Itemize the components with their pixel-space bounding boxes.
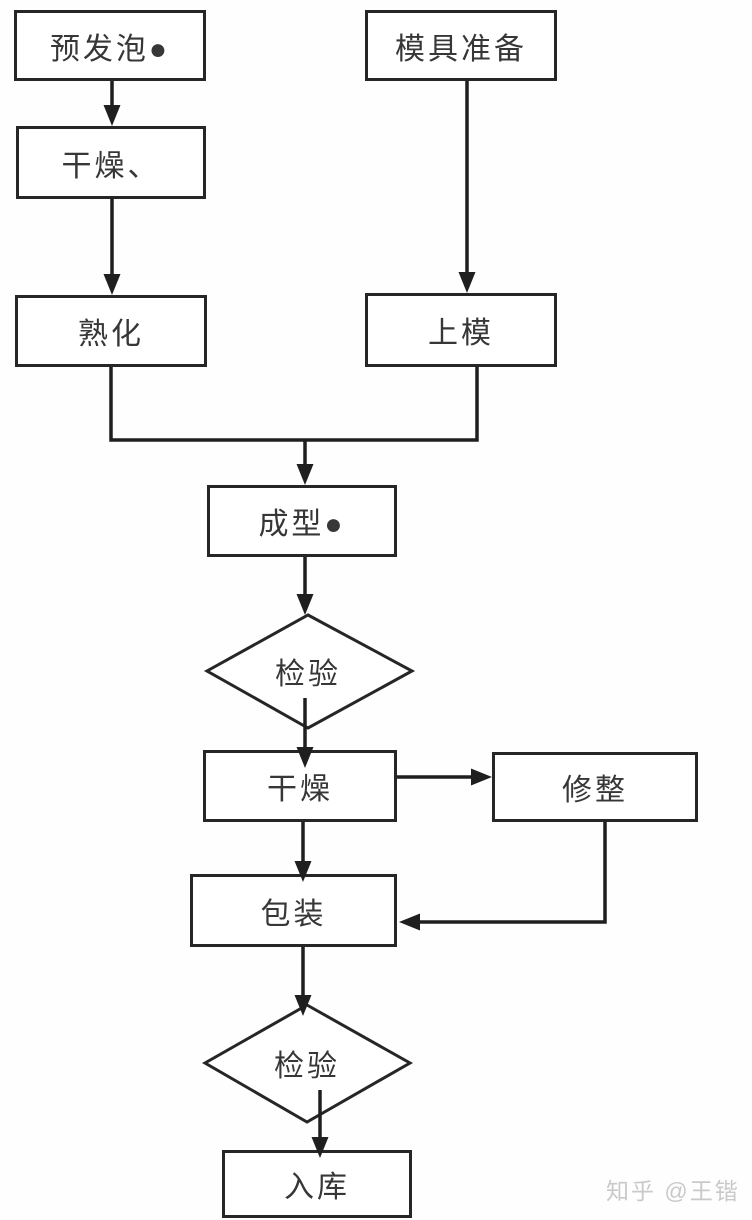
node-packaging-label: 包装 xyxy=(260,897,327,931)
arrow-drying2-to-trimming-head xyxy=(471,768,492,786)
node-curing: 熟化 xyxy=(15,295,207,367)
merge-junction-rails xyxy=(109,367,479,442)
node-packaging: 包装 xyxy=(190,874,397,947)
node-inspection-second-label: 检验 xyxy=(274,1050,340,1083)
node-mold-preparation: 模具准备 xyxy=(365,10,557,81)
node-molding-label: 成型● xyxy=(258,508,346,541)
node-pre-foaming-label: 预发泡● xyxy=(49,32,171,66)
node-drying-second-label: 干燥 xyxy=(267,773,333,806)
node-drying-first: 干燥、 xyxy=(16,126,206,199)
node-trimming-label: 修整 xyxy=(562,774,628,807)
node-drying-first-label: 干燥、 xyxy=(61,149,161,183)
node-inspection-first-label: 检验 xyxy=(275,658,341,691)
arrow-packaging-to-inspection2-head xyxy=(294,995,312,1016)
arrow-merge-to-molding-head xyxy=(296,464,314,485)
arrow-prefoaming-to-drying1-head xyxy=(103,105,121,126)
node-warehousing: 入库 xyxy=(222,1150,412,1218)
node-drying-second: 干燥 xyxy=(203,750,397,822)
watermark-text: 知乎 @王锴 xyxy=(606,1178,740,1204)
arrow-trimming-to-packaging-head xyxy=(399,913,420,931)
node-pre-foaming: 预发泡● xyxy=(14,10,206,81)
arrow-moldprep-to-moldloading-head xyxy=(458,272,476,293)
arrow-molding-to-inspection1-head xyxy=(296,594,314,615)
node-mold-preparation-label: 模具准备 xyxy=(395,32,527,66)
node-trimming: 修整 xyxy=(492,752,698,822)
node-molding: 成型● xyxy=(207,485,397,557)
node-mold-loading: 上模 xyxy=(365,293,557,367)
arrow-drying1-to-curing-head xyxy=(103,274,121,295)
node-mold-loading-label: 上模 xyxy=(428,317,494,350)
node-curing-label: 熟化 xyxy=(78,318,144,351)
watermark: 知乎 @王锴 xyxy=(606,1172,740,1206)
arrow-trimming-to-packaging-line xyxy=(420,822,607,924)
node-warehousing-label: 入库 xyxy=(284,1171,350,1204)
